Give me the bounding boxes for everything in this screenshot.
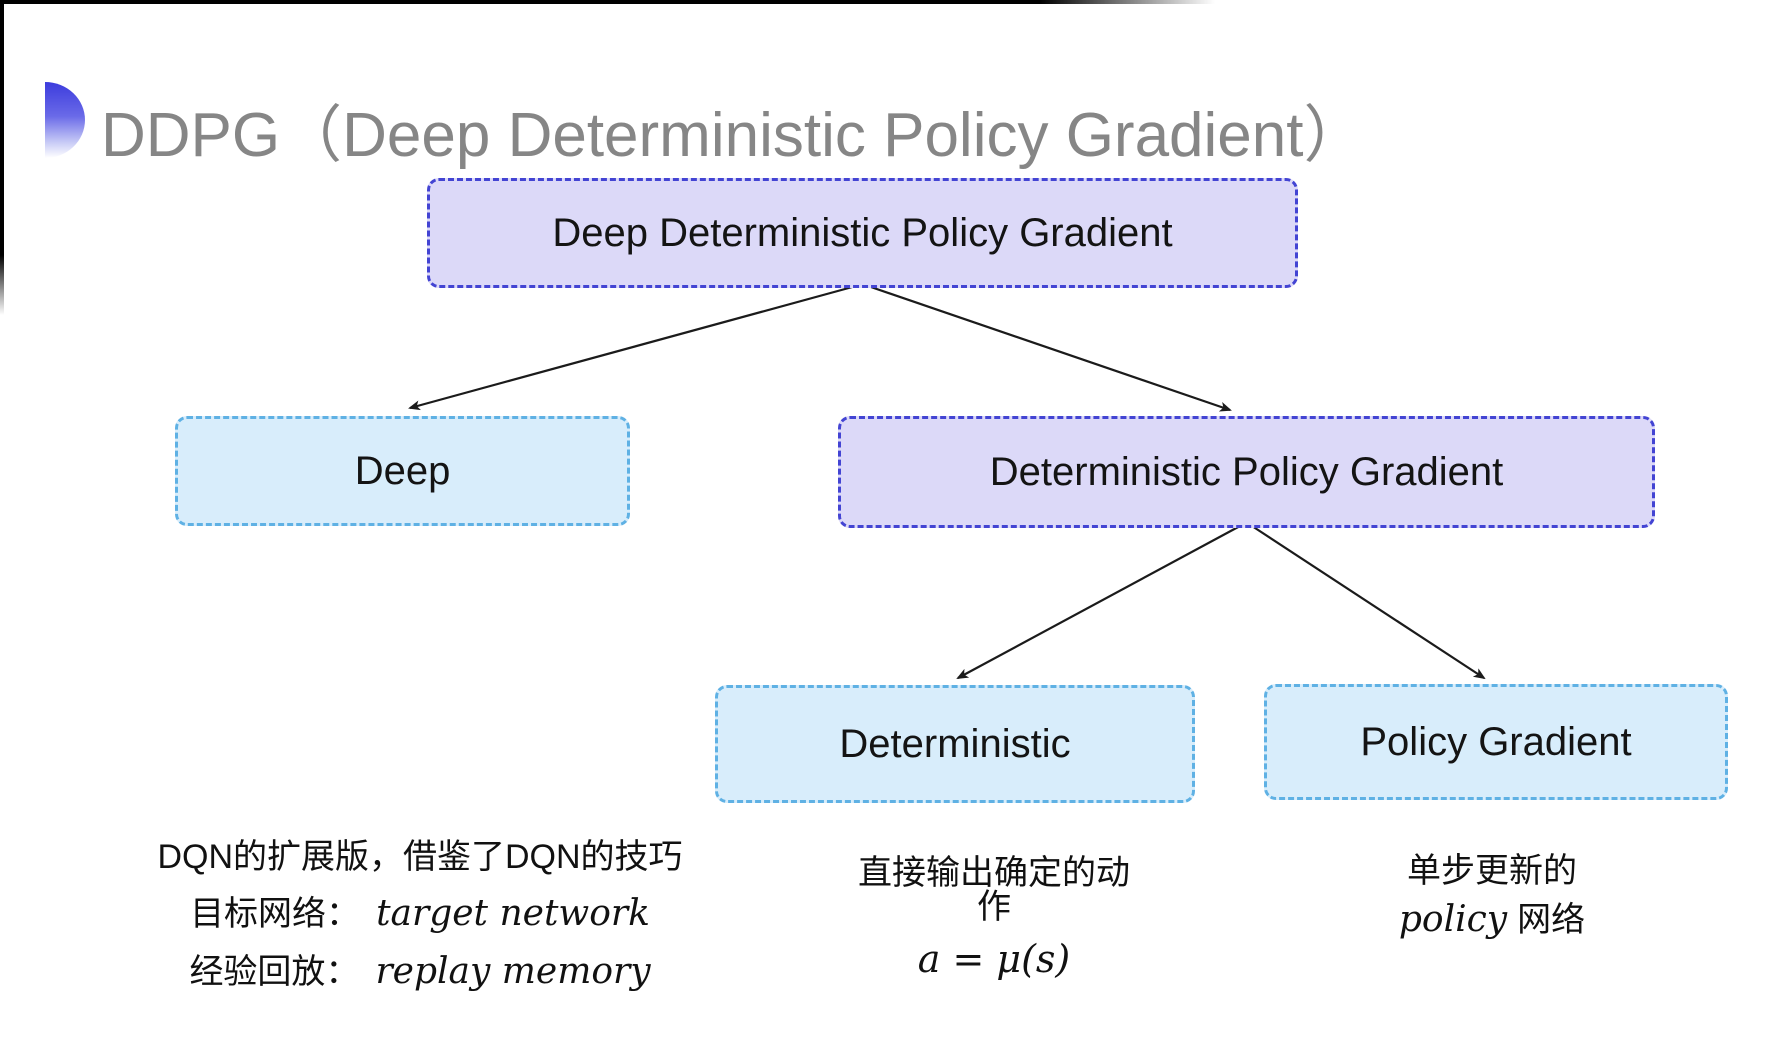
- note-deep-line3-zh: 经验回放：: [189, 953, 360, 991]
- note-policy-gradient: 单步更新的 policy 网络: [1342, 854, 1642, 938]
- note-pg-line2-zh: 网络: [1517, 901, 1586, 939]
- edge-dpg-deterministic: [956, 525, 1241, 679]
- note-deep-line2-en: target network: [376, 893, 650, 934]
- note-deterministic: 直接输出确定的动作 a = μ(s): [844, 856, 1144, 978]
- node-deep: Deep: [175, 416, 630, 526]
- note-det-formula: a = μ(s): [917, 937, 1071, 981]
- node-label: Deep Deterministic Policy Gradient: [552, 210, 1173, 255]
- semicircle-gradient-icon: [45, 82, 85, 158]
- note-deep: DQN的扩展版，借鉴了DQN的技巧 目标网络： target network 经…: [120, 840, 720, 990]
- node-label: Policy Gradient: [1360, 719, 1632, 764]
- node-label: Deterministic: [839, 721, 1071, 766]
- frame-top-line: [0, 0, 1215, 4]
- note-deep-line1: DQN的扩展版，借鉴了DQN的技巧: [157, 838, 683, 876]
- note-deep-line2: 目标网络： target network: [190, 896, 650, 932]
- edge-root-deep: [408, 284, 857, 411]
- page-title: DDPG（Deep Deterministic Policy Gradient）: [101, 101, 1366, 170]
- note-pg-line2-en: policy: [1398, 899, 1508, 940]
- note-deep-line3: 经验回放： replay memory: [189, 954, 650, 990]
- note-deep-line2-zh: 目标网络：: [190, 895, 361, 933]
- node-deterministic: Deterministic: [715, 685, 1195, 803]
- note-pg-line2: policy 网络: [1399, 902, 1585, 938]
- node-policy-gradient: Policy Gradient: [1264, 684, 1728, 800]
- node-label: Deterministic Policy Gradient: [989, 449, 1504, 494]
- edge-root-dpg: [867, 284, 1232, 412]
- note-pg-line1: 单步更新的: [1407, 852, 1577, 890]
- note-det-line1: 直接输出确定的动作: [858, 854, 1130, 926]
- node-deterministic-policy-gradient: Deterministic Policy Gradient: [838, 416, 1655, 528]
- frame-left-line: [0, 0, 4, 315]
- node-label: Deep: [354, 448, 451, 493]
- node-deep-deterministic-policy-gradient: Deep Deterministic Policy Gradient: [427, 178, 1298, 288]
- edge-dpg-policy-gradient: [1251, 525, 1486, 680]
- note-deep-line3-en: replay memory: [375, 951, 651, 992]
